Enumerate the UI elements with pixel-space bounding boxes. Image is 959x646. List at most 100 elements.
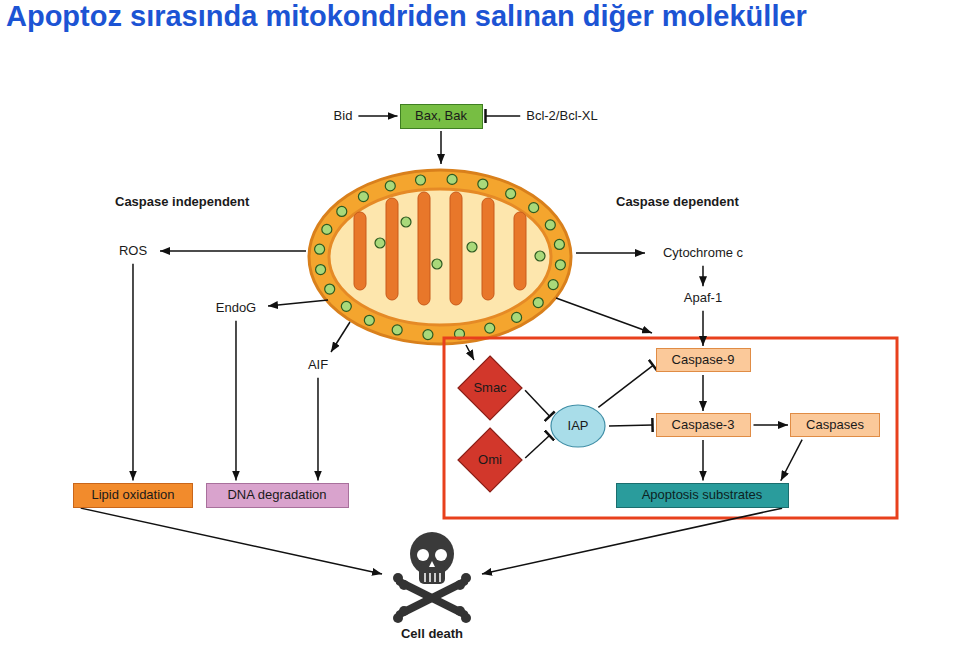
arrow-connector	[702, 266, 704, 286]
molecule-dot	[512, 312, 522, 322]
molecule-dot	[325, 284, 335, 294]
molecule-dot	[315, 244, 325, 254]
molecule-dot	[506, 189, 516, 199]
protein-label: Bcl-2/Bcl-XL	[523, 106, 601, 126]
molecule-dot	[423, 330, 433, 340]
outcome-box: Apoptosis substrates	[616, 483, 789, 508]
diamond-shape	[458, 356, 522, 420]
outer-membrane	[309, 170, 571, 344]
molecule-label: EndoG	[213, 298, 259, 318]
protein-box: Bax, Bak	[400, 104, 483, 129]
node-text: Caspases	[806, 417, 864, 433]
inhibitor-diamond: Smac	[457, 355, 523, 421]
molecule-label: AIF	[305, 355, 331, 375]
arrow	[160, 250, 306, 252]
arrow	[556, 298, 652, 333]
arrow-connector	[781, 440, 802, 481]
arrow-connector	[358, 115, 397, 117]
node-text: Apoptosis substrates	[642, 487, 763, 503]
skull-tooth	[424, 573, 426, 582]
node-text: Cytochrome c	[663, 245, 743, 261]
section-label: Caspase dependent	[616, 194, 739, 210]
node-text: Cell death	[401, 626, 463, 642]
node-text: Lipid oxidation	[91, 487, 174, 503]
inner-membrane	[329, 189, 551, 325]
molecule-dot	[385, 181, 395, 191]
node-text: Smac	[473, 380, 506, 396]
highlight-frame	[444, 338, 897, 518]
arrow-connector	[702, 375, 704, 411]
arrow-connector	[482, 508, 782, 574]
molecule-dot	[545, 220, 555, 230]
node-text: ROS	[119, 243, 147, 259]
molecule-dot	[533, 298, 543, 308]
arrow-connector	[132, 264, 134, 481]
mitochondrion-illustration	[309, 170, 571, 344]
iap-circle: IAP	[550, 404, 606, 448]
inhibition-connector	[598, 365, 653, 407]
page-title: Apoptoz sırasında mitokondriden salınan …	[6, 1, 807, 33]
node-text: Bid	[334, 108, 353, 124]
cell-death-icon: Cell death	[384, 528, 480, 644]
node-text: Bcl-2/Bcl-XL	[526, 108, 598, 124]
node-text: Caspase-3	[672, 417, 735, 433]
molecule-dot	[364, 315, 374, 325]
arrow-connector	[235, 321, 237, 481]
arrow-connector	[317, 378, 319, 481]
molecule-dot	[358, 192, 368, 202]
molecule-dot	[467, 242, 477, 252]
skull-tooth	[434, 573, 436, 582]
arrow-connector	[81, 508, 382, 574]
arrow-connector	[702, 311, 704, 346]
molecule-dot	[392, 325, 402, 335]
arrow	[268, 300, 328, 306]
node-text: Bax, Bak	[415, 108, 467, 124]
inhibition-connector	[525, 390, 550, 416]
bone-end	[399, 580, 409, 590]
skull-eye	[435, 549, 447, 561]
molecule-dot	[535, 251, 545, 261]
protein-label: Bid	[331, 106, 356, 126]
molecule-dot	[478, 179, 488, 189]
molecule-dot	[341, 301, 351, 311]
molecule-dot	[554, 239, 564, 249]
crista	[450, 192, 462, 305]
caspase-box: Caspase-9	[656, 348, 751, 372]
crista	[514, 212, 526, 290]
molecule-dot	[555, 260, 565, 270]
node-text: AIF	[308, 357, 328, 373]
molecule-dot	[485, 323, 495, 333]
arrow	[331, 322, 350, 352]
circle-shape	[551, 405, 605, 447]
molecule-label: ROS	[116, 241, 150, 261]
molecule-dot	[375, 238, 385, 248]
bone-end	[455, 606, 465, 616]
outcome-box: Lipid oxidation	[73, 483, 193, 508]
bone	[400, 582, 464, 614]
inhibition-connector	[525, 436, 549, 458]
molecule-dot	[529, 203, 539, 213]
inhibitor-diamond: Omi	[457, 427, 523, 493]
molecule-dot	[322, 224, 332, 234]
crista	[386, 198, 398, 300]
skull-eye	[417, 549, 429, 561]
release-arrows	[160, 131, 652, 360]
arrow	[466, 345, 474, 360]
molecule-label: Cytochrome c	[660, 243, 746, 263]
node-text: Omi	[478, 452, 502, 468]
diamond-shape	[458, 428, 522, 492]
node-text: IAP	[568, 418, 589, 434]
bone-end	[399, 606, 409, 616]
molecule-dot	[401, 217, 411, 227]
skull-tooth	[429, 573, 431, 582]
molecule-dot	[316, 265, 326, 275]
bone-end	[455, 580, 465, 590]
outcome-box: DNA degradation	[206, 483, 349, 508]
caspase-box: Caspases	[790, 413, 880, 437]
arrow-connector	[754, 424, 789, 426]
arrow	[440, 131, 442, 164]
caspase-box: Caspase-3	[656, 413, 751, 437]
section-label: Caspase independent	[115, 194, 249, 210]
node-text: Caspase-9	[672, 352, 735, 368]
